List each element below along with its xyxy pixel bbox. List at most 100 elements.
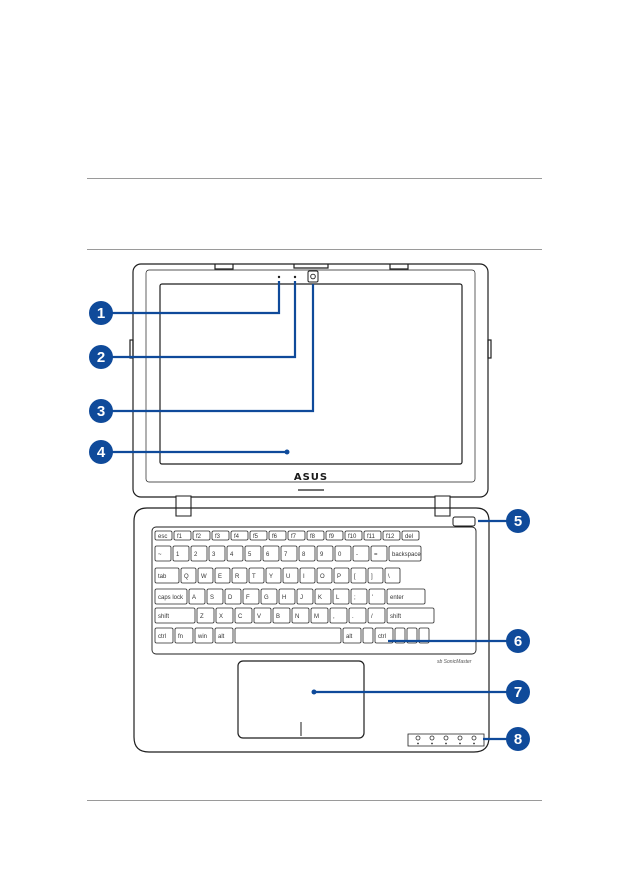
key[interactable]: f7 [287, 530, 306, 541]
key-cap[interactable] [180, 567, 197, 584]
key[interactable]: tab [154, 567, 180, 584]
key[interactable]: alt [342, 627, 362, 644]
key[interactable]: E [214, 567, 231, 584]
key-cap[interactable] [291, 607, 310, 624]
key[interactable]: O [316, 567, 333, 584]
key-cap[interactable] [230, 530, 249, 541]
key-cap[interactable] [253, 607, 272, 624]
key[interactable]: V [253, 607, 272, 624]
key-cap[interactable] [316, 545, 334, 562]
key[interactable]: X [215, 607, 234, 624]
key-cap[interactable] [332, 588, 350, 605]
key-cap[interactable] [231, 567, 248, 584]
key[interactable]: esc [154, 530, 173, 541]
key[interactable]: 4 [226, 545, 244, 562]
power-button[interactable] [452, 516, 476, 527]
key[interactable]: f9 [325, 530, 344, 541]
key[interactable]: U [282, 567, 299, 584]
key-cap[interactable] [234, 607, 253, 624]
key[interactable]: 2 [190, 545, 208, 562]
key[interactable]: K [314, 588, 332, 605]
key[interactable] [362, 627, 374, 644]
key-cap[interactable] [325, 530, 344, 541]
key-cap[interactable] [386, 588, 426, 605]
key-cap[interactable] [234, 627, 342, 644]
key-cap[interactable] [272, 607, 291, 624]
key-cap[interactable] [172, 545, 190, 562]
key-cap[interactable] [262, 545, 280, 562]
key[interactable]: A [188, 588, 206, 605]
key-cap[interactable] [334, 545, 352, 562]
key[interactable]: Q [180, 567, 197, 584]
key-cap[interactable] [298, 545, 316, 562]
key[interactable]: W [197, 567, 214, 584]
key-cap[interactable] [314, 588, 332, 605]
key-cap[interactable] [174, 627, 194, 644]
key-cap[interactable] [382, 530, 401, 541]
key-cap[interactable] [418, 627, 430, 644]
key-cap[interactable] [280, 545, 298, 562]
key-cap[interactable] [242, 588, 260, 605]
key-cap[interactable] [287, 530, 306, 541]
key-cap[interactable] [197, 567, 214, 584]
key[interactable]: 6 [262, 545, 280, 562]
key-cap[interactable] [249, 530, 268, 541]
key-cap[interactable] [306, 530, 325, 541]
key[interactable]: = [370, 545, 388, 562]
key-cap[interactable] [190, 545, 208, 562]
key[interactable]: ' [368, 588, 386, 605]
key-cap[interactable] [154, 545, 172, 562]
key-cap[interactable] [406, 627, 418, 644]
key[interactable]: ; [350, 588, 368, 605]
key[interactable]: f6 [268, 530, 287, 541]
key[interactable]: G [260, 588, 278, 605]
key[interactable]: f4 [230, 530, 249, 541]
key[interactable]: R [231, 567, 248, 584]
key-cap[interactable] [208, 545, 226, 562]
key-cap[interactable] [388, 545, 422, 562]
key-cap[interactable] [244, 545, 262, 562]
key-cap[interactable] [350, 567, 367, 584]
key[interactable]: ctrl [154, 627, 174, 644]
key[interactable]: M [310, 607, 329, 624]
key[interactable]: [ [350, 567, 367, 584]
key-cap[interactable] [368, 588, 386, 605]
key[interactable]: enter [386, 588, 426, 605]
key-cap[interactable] [154, 588, 188, 605]
key-cap[interactable] [348, 607, 367, 624]
key[interactable]: C [234, 607, 253, 624]
key[interactable]: I [299, 567, 316, 584]
key[interactable]: ctrl [374, 627, 394, 644]
key[interactable] [418, 627, 430, 644]
key-cap[interactable] [265, 567, 282, 584]
key-cap[interactable] [214, 567, 231, 584]
key[interactable]: backspace [388, 545, 422, 562]
key[interactable]: Z [196, 607, 215, 624]
key-cap[interactable] [173, 530, 192, 541]
key-cap[interactable] [260, 588, 278, 605]
key-cap[interactable] [154, 627, 174, 644]
key-cap[interactable] [196, 607, 215, 624]
key[interactable]: S [206, 588, 224, 605]
key-cap[interactable] [154, 607, 196, 624]
key[interactable]: 1 [172, 545, 190, 562]
key[interactable]: P [333, 567, 350, 584]
key[interactable]: F [242, 588, 260, 605]
key[interactable]: \ [384, 567, 401, 584]
key-cap[interactable] [192, 530, 211, 541]
key-cap[interactable] [316, 567, 333, 584]
key[interactable]: L [332, 588, 350, 605]
key[interactable]: / [367, 607, 386, 624]
key[interactable]: 0 [334, 545, 352, 562]
key[interactable]: f12 [382, 530, 401, 541]
key[interactable]: shift [386, 607, 435, 624]
key[interactable]: fn [174, 627, 194, 644]
key-cap[interactable] [352, 545, 370, 562]
key-cap[interactable] [194, 627, 214, 644]
key-cap[interactable] [154, 567, 180, 584]
key-cap[interactable] [268, 530, 287, 541]
key[interactable]: f5 [249, 530, 268, 541]
key[interactable] [406, 627, 418, 644]
key[interactable]: f1 [173, 530, 192, 541]
key[interactable]: ~ [154, 545, 172, 562]
